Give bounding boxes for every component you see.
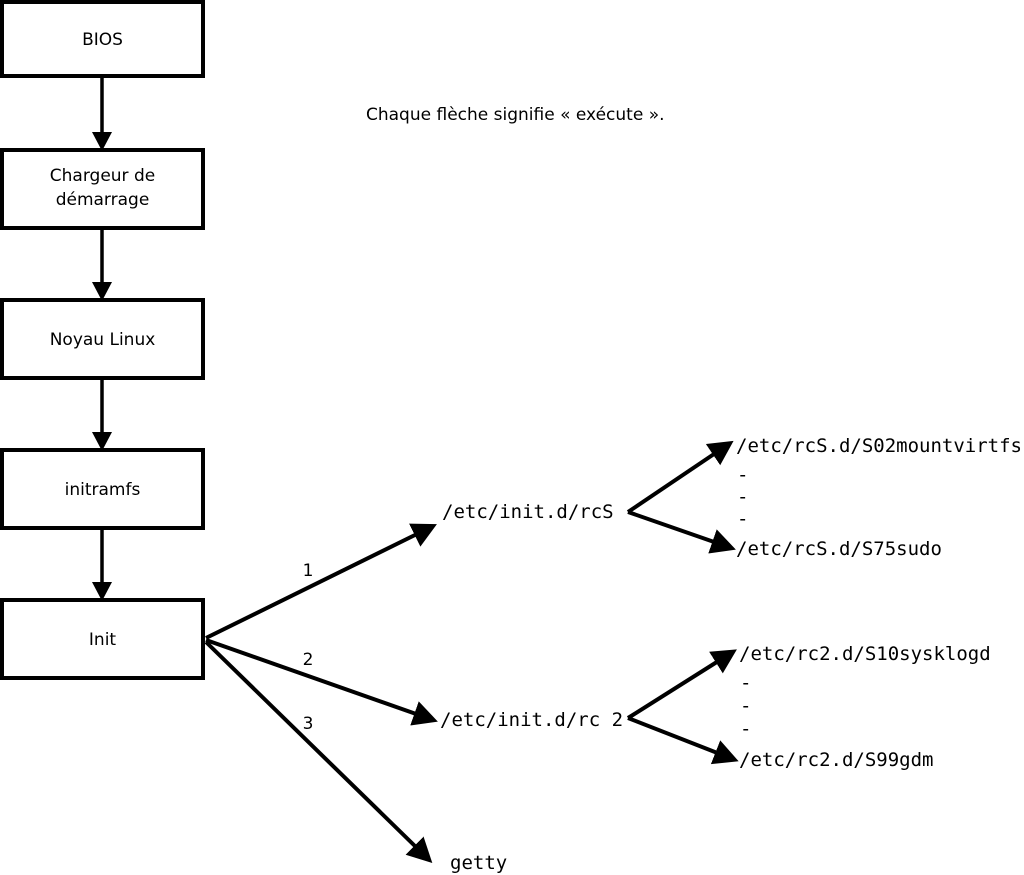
- label-rcs-d-s75sudo[interactable]: /etc/rcS.d/S75sudo: [736, 538, 942, 560]
- label-getty[interactable]: getty: [450, 852, 507, 874]
- box-initramfs-label: initramfs: [65, 480, 141, 500]
- box-bios-label: BIOS: [82, 30, 123, 50]
- arrow-bootloader-to-kernel: [92, 230, 112, 301]
- arrow-kernel-to-initramfs: [92, 380, 112, 451]
- branch-1-init-to-rcs: [205, 523, 437, 640]
- box-init[interactable]: Init: [0, 598, 205, 680]
- rc2-ellipsis-dash-2: -: [740, 695, 751, 717]
- fanout-rcs-lower-arrow: [627, 510, 736, 554]
- fanout-rcs-upper-arrow: [626, 440, 734, 514]
- rcs-ellipsis-dash-1: -: [737, 464, 748, 486]
- rc2-ellipsis-dash-3: -: [740, 718, 751, 740]
- box-init-rect: [0, 598, 205, 680]
- arrow-bios-to-bootloader: [92, 78, 112, 151]
- box-bios-rect: [0, 0, 205, 78]
- branch-1-number: 1: [303, 561, 314, 581]
- arrow-initramfs-to-init: [92, 530, 112, 601]
- box-init-label: Init: [89, 630, 117, 650]
- rcs-ellipsis-dash-3: -: [737, 508, 748, 530]
- rcs-ellipsis-dash-2: -: [737, 486, 748, 508]
- box-bootloader[interactable]: Chargeur de démarrage: [0, 148, 205, 230]
- box-bootloader-rect: [0, 148, 205, 230]
- label-rc2-d-s10sysklogd[interactable]: /etc/rc2.d/S10sysklogd: [739, 643, 991, 665]
- label-rcs-d-s02mountvirtfs[interactable]: /etc/rcS.d/S02mountvirtfs: [736, 435, 1022, 457]
- box-bootloader-label-line2: démarrage: [56, 190, 150, 210]
- fanout-rc2-upper-arrow: [626, 649, 737, 720]
- box-kernel-label: Noyau Linux: [50, 330, 156, 350]
- diagram-caption: Chaque flèche signifie « exécute ».: [366, 105, 665, 125]
- box-bootloader-label-line1: Chargeur de: [50, 166, 155, 186]
- branch-2-number: 2: [303, 650, 314, 670]
- fanout-rc2-lower-arrow: [627, 716, 739, 765]
- label-etc-init-d-rcs[interactable]: /etc/init.d/rcS: [442, 501, 614, 523]
- branch-2-init-to-rc2: [205, 638, 438, 726]
- branch-3-number: 3: [303, 714, 314, 734]
- rc2-ellipsis-dash-1: -: [740, 672, 751, 694]
- label-rc2-d-s99gdm[interactable]: /etc/rc2.d/S99gdm: [739, 749, 933, 771]
- box-kernel-rect: [0, 298, 205, 380]
- label-etc-init-d-rc2[interactable]: /etc/init.d/rc 2: [440, 709, 623, 731]
- branch-3-init-to-getty: [204, 640, 433, 863]
- box-initramfs[interactable]: initramfs: [0, 448, 205, 530]
- box-kernel[interactable]: Noyau Linux: [0, 298, 205, 380]
- box-bios[interactable]: BIOS: [0, 0, 205, 78]
